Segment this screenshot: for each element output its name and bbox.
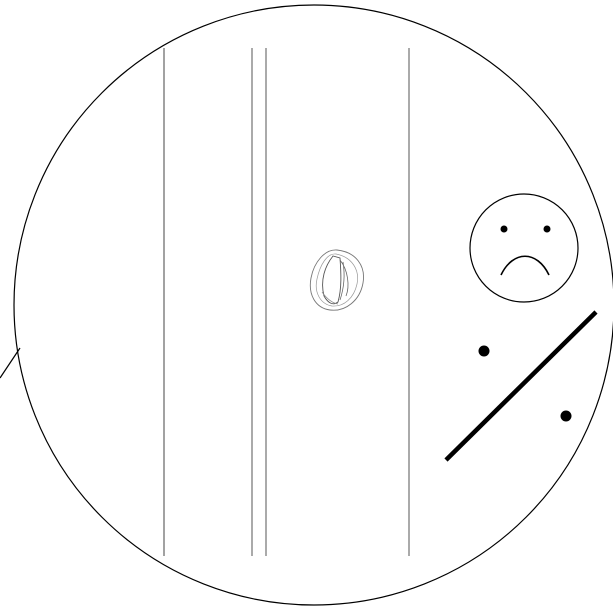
thick-diagonal-line	[446, 312, 596, 460]
sad-face-mouth	[501, 256, 549, 275]
vertical-double-line	[252, 48, 266, 556]
sad-face-icon	[470, 194, 578, 302]
sad-face-left-eye	[501, 226, 508, 233]
magnifier-circle	[14, 5, 613, 605]
sad-face-right-eye	[544, 226, 551, 233]
dot-left	[479, 346, 490, 357]
dot-right	[561, 411, 572, 422]
sad-face-outline	[470, 194, 578, 302]
particle-icon	[310, 250, 363, 310]
leader-line	[0, 348, 20, 378]
